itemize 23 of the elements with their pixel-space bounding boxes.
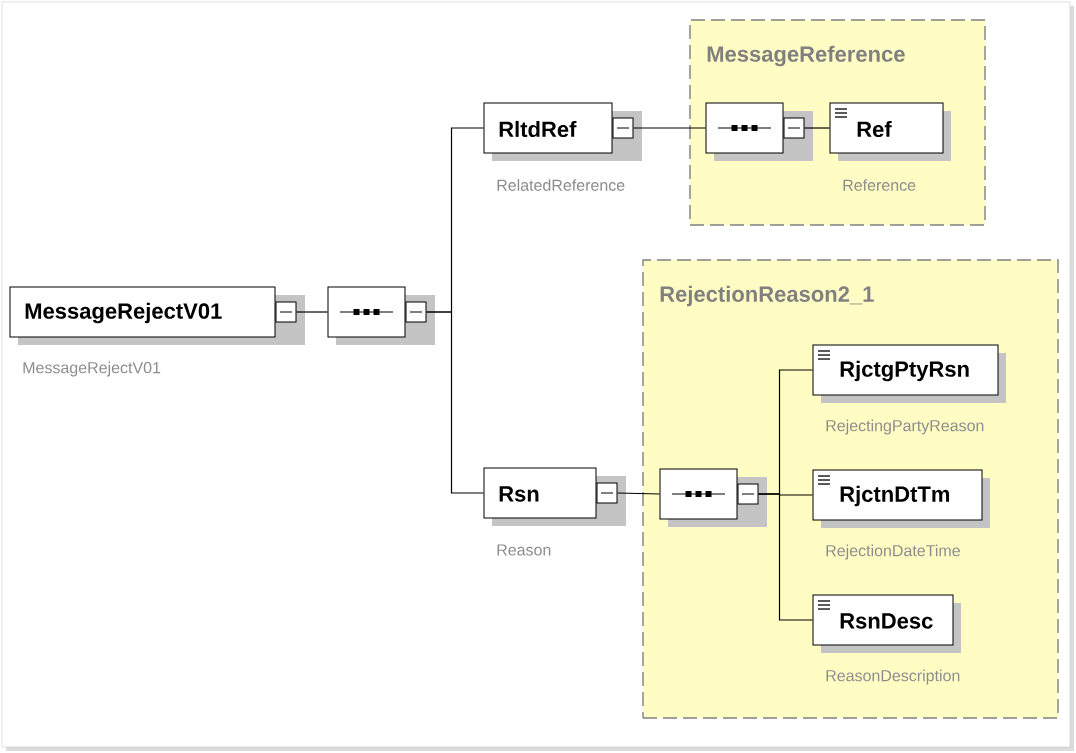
connector-line (616, 492, 661, 495)
connector-line (425, 311, 485, 494)
element-box: RjctgPtyRsn (812, 344, 1006, 403)
connector-line (632, 127, 707, 129)
element-box: MessageRejectV01 (9, 286, 305, 345)
connector-line (757, 493, 814, 621)
element-caption: MessageRejectV01 (23, 361, 161, 377)
connector-line (295, 311, 329, 313)
element-caption: RejectingPartyReason (826, 419, 984, 435)
element-box: Ref (829, 102, 951, 161)
element-caption: RejectionDateTime (826, 544, 960, 560)
sequence-octagon (327, 286, 435, 345)
sequence-octagon (705, 102, 813, 161)
element-caption: RelatedReference (497, 179, 625, 191)
element-caption: Reason (497, 544, 551, 556)
element-box: RltdRef (483, 102, 642, 161)
sequence-octagon (659, 468, 767, 527)
element-box: RsnDesc (812, 594, 961, 653)
element-box: RjctnDtTm (812, 469, 990, 528)
element-caption: ReasonDescription (826, 669, 960, 685)
connector-line (803, 127, 831, 129)
element-box: Rsn (483, 467, 626, 526)
element-caption: Reference (843, 179, 916, 191)
